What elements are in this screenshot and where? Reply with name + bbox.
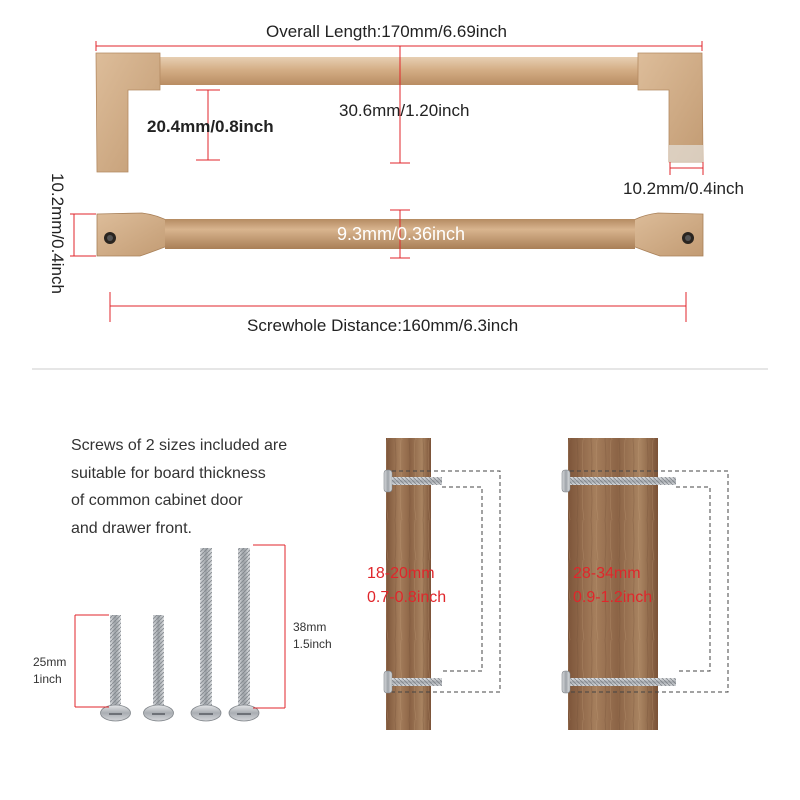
long-screw-size-mm: 38mm [293, 620, 327, 634]
board-thick-bottom-screw [561, 670, 676, 694]
long-screw-2 [228, 548, 260, 722]
short-screw-size-in: 1inch [33, 672, 62, 686]
handle-top-view [95, 52, 704, 173]
screwhole-distance-label: Screwhole Distance:160mm/6.3inch [247, 316, 519, 335]
depth-dimension [196, 89, 220, 161]
bar-diameter-label: 9.3mm/0.36inch [337, 224, 466, 244]
board-thin-range-mm: 18-20mm [367, 565, 435, 582]
board-thin-bottom-screw [383, 670, 442, 694]
short-screw-1 [100, 615, 131, 722]
end-height-label: 10.2mm/0.4inch [48, 173, 67, 294]
short-screw-size-mm: 25mm [33, 655, 67, 669]
screw-description-line: and drawer front. [71, 519, 192, 537]
short-screw-dimension [74, 614, 109, 708]
overall-length-dimension [95, 41, 703, 51]
long-screw-size-in: 1.5inch [293, 637, 332, 651]
long-screw-dimension [253, 544, 286, 709]
board-thick-range-mm: 28-34mm [573, 565, 641, 582]
depth-label: 20.4mm/0.8inch [147, 117, 274, 136]
bar-diameter-dimension [390, 209, 410, 259]
board-thin [383, 438, 501, 730]
handle-bar-top [158, 57, 638, 85]
screw-set [100, 548, 260, 722]
long-screw-1 [190, 548, 222, 722]
screw-description-line: of common cabinet door [71, 492, 243, 509]
board-thin-range-in: 0.7-0.8inch [367, 589, 447, 606]
board-thin-top-screw [383, 469, 442, 493]
screw-description: Screws of 2 sizes included are suitable … [71, 432, 321, 542]
end-height-dimension [70, 213, 96, 257]
handle-left-leg [95, 52, 161, 173]
height-label: 30.6mm/1.20inch [339, 101, 470, 120]
overall-length-label: Overall Length:170mm/6.69inch [266, 22, 507, 41]
leg-width-label: 10.2mm/0.4inch [623, 179, 744, 198]
leg-width-dimension [669, 162, 704, 175]
board-thick-range-in: 0.9-1.2inch [573, 589, 653, 606]
screwhole-distance-dimension [109, 292, 687, 322]
height-dimension [390, 46, 410, 164]
screw-description-line: suitable for board thickness [71, 464, 266, 482]
board-thick-top-screw [561, 469, 676, 493]
screw-description-line: Screws of 2 sizes included are [71, 437, 288, 454]
short-screw-2 [143, 615, 174, 722]
board-thick [561, 438, 729, 730]
